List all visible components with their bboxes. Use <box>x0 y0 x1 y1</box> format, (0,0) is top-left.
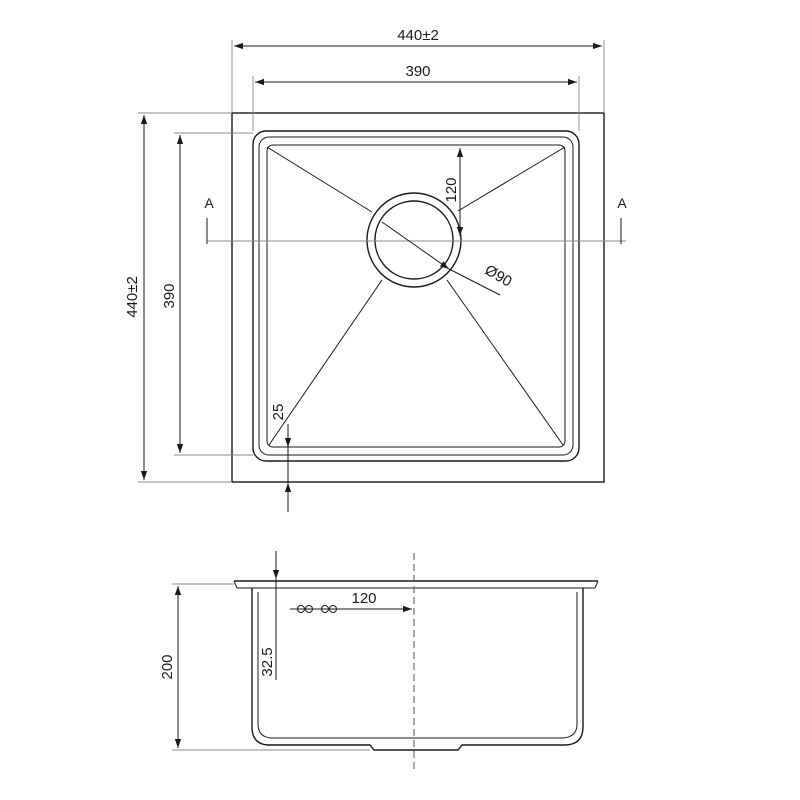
dim-drain-diameter-leader <box>381 221 450 270</box>
section-bowl-inner <box>257 592 578 739</box>
drain-inner-circle <box>374 200 454 280</box>
dim-outer-width-label: 440±2 <box>397 27 439 44</box>
slope-line-bottom-right <box>446 279 564 446</box>
sink-bowl-floor <box>266 144 566 448</box>
plan-view: A A 440±2 390 440±2 390 120 Ø90 25 <box>124 27 627 512</box>
slope-line-top-right <box>457 146 566 212</box>
dim-section-depth-label: 200 <box>159 654 176 679</box>
dim-inner-width-label: 390 <box>405 63 430 80</box>
dim-inner-height-label: 390 <box>161 283 178 308</box>
dim-section-drain-offset-label: 120 <box>351 590 376 607</box>
dim-corner-label: 25 <box>270 404 287 421</box>
dim-drain-diameter-tail <box>448 268 501 296</box>
dim-drain-offset-label: 120 <box>443 177 460 202</box>
drain-outer-circle <box>366 192 462 288</box>
dim-section-overflow-height-label: 32.5 <box>259 647 276 676</box>
sink-bowl-inner <box>258 136 574 456</box>
section-label-left: A <box>204 195 214 211</box>
sink-bowl-rim <box>252 130 580 462</box>
section-flange-left <box>233 580 238 589</box>
dim-drain-diameter-label: Ø90 <box>482 262 515 291</box>
slope-line-bottom-left <box>268 279 383 446</box>
slope-line-top-left <box>266 146 373 213</box>
sink-outer-outline <box>231 112 605 483</box>
dim-outer-height-label: 440±2 <box>124 276 141 318</box>
section-flange-right <box>594 580 599 589</box>
section-view: 00-00 120 32.5 200 <box>159 551 599 772</box>
section-label-right: A <box>617 195 627 211</box>
section-bowl-outer <box>251 588 584 751</box>
